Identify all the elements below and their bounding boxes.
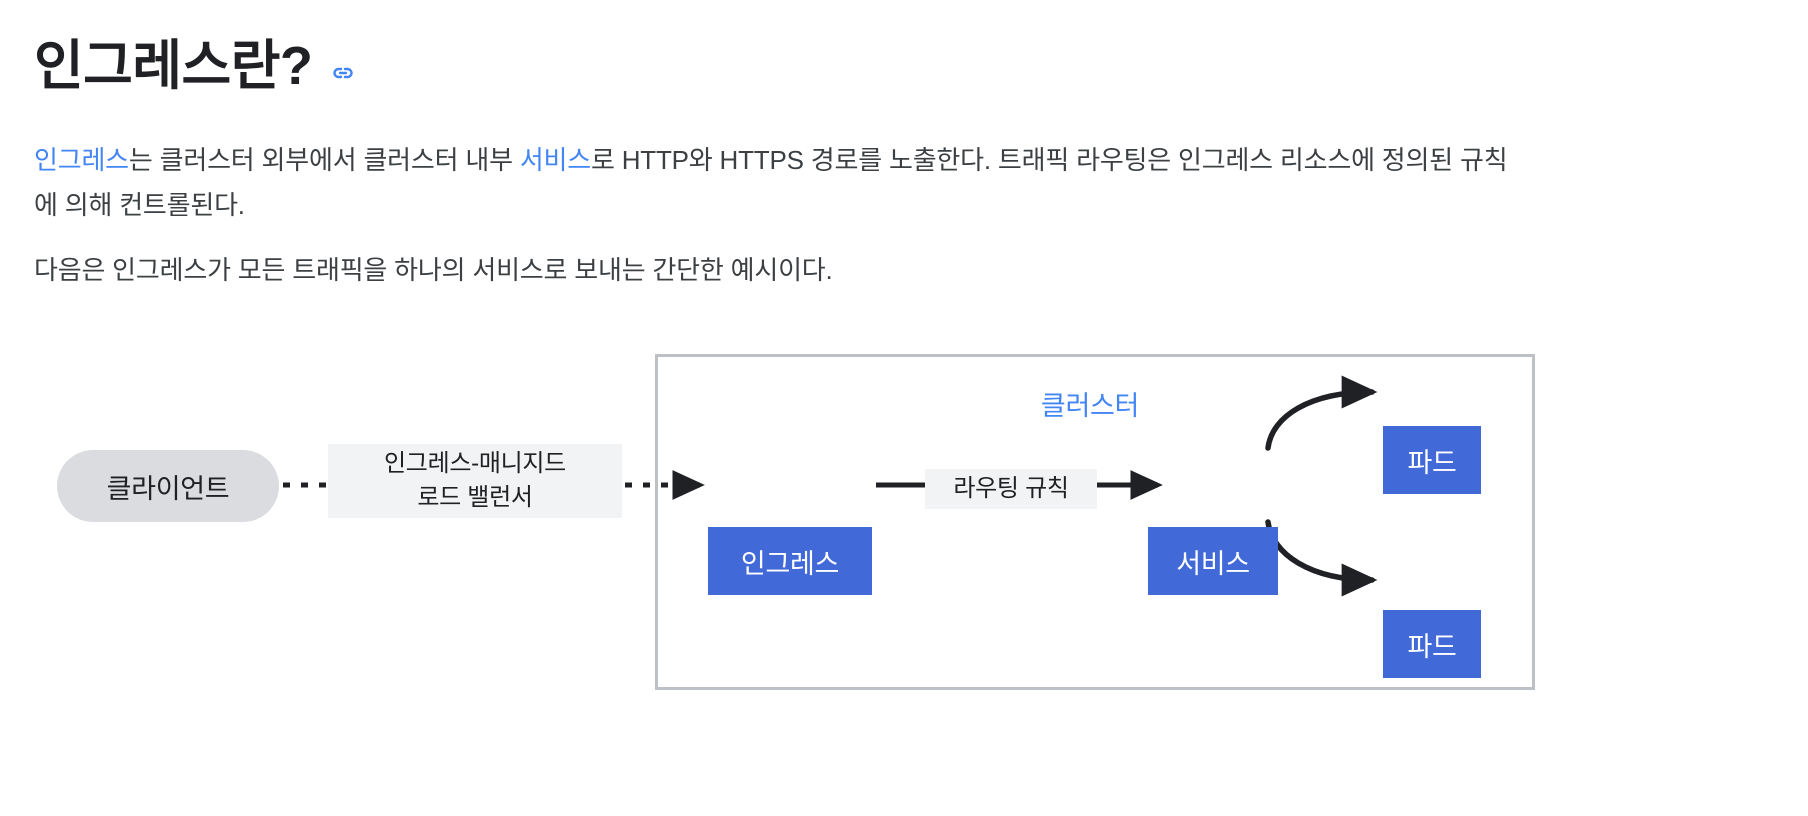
link-icon[interactable] [328, 58, 358, 88]
example-paragraph: 다음은 인그레스가 모든 트래픽을 하나의 서비스로 보내는 간단한 예시이다. [34, 248, 1514, 293]
cluster-boundary [655, 354, 1535, 690]
intro-text-part2: 로 HTTP와 HTTPS 경로를 노출한다. 트래픽 라우팅은 인그레스 리소… [34, 145, 1508, 220]
intro-paragraph: 인그레스는 클러스터 외부에서 클러스터 내부 서비스로 HTTP와 HTTPS… [34, 138, 1514, 228]
cluster-label: 클러스터 [1040, 391, 1140, 421]
ingress-node[interactable]: 인그레스 [708, 527, 872, 595]
example-text: 다음은 인그레스가 모든 트래픽을 하나의 서비스로 보내는 간단한 예시이다. [34, 255, 833, 285]
ingress-link[interactable]: 인그레스 [34, 145, 129, 175]
edge-label-routing-rules: 라우팅 규칙 [925, 469, 1097, 509]
pod-node-bottom[interactable]: 파드 [1383, 610, 1481, 678]
service-link[interactable]: 서비스 [519, 145, 591, 175]
page-title: 인그레스란? [34, 35, 358, 99]
ingress-diagram: 클러스터 클라이언트 인그레스-매니지드 로드 밸런서 인그레스 라우팅 규칙 … [0, 330, 1808, 780]
service-node[interactable]: 서비스 [1148, 527, 1278, 595]
pod-node-top[interactable]: 파드 [1383, 426, 1481, 494]
client-node[interactable]: 클라이언트 [57, 450, 279, 522]
edge-service-to-pod-top [1265, 375, 1378, 451]
intro-text-part1: 는 클러스터 외부에서 클러스터 내부 [128, 145, 520, 175]
edge-label-load-balancer: 인그레스-매니지드 로드 밸런서 [328, 444, 622, 518]
page-title-text: 인그레스란? [34, 36, 313, 97]
